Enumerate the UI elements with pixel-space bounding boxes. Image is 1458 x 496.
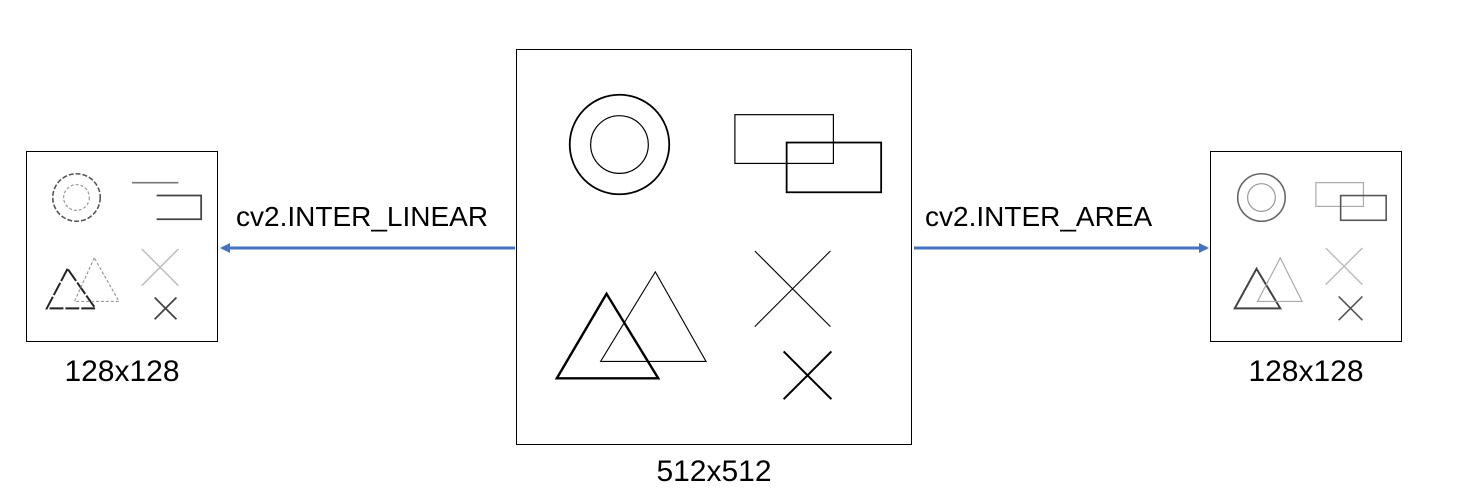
rect-fragment (156, 194, 203, 221)
source-size-caption: 512x512 (656, 455, 772, 488)
inner-circle (63, 184, 90, 211)
cross-thin-b (141, 248, 179, 287)
triangle-thick (45, 266, 98, 310)
rect-thick (785, 141, 883, 194)
cross-thick-b (154, 296, 178, 320)
area-result-panel (1210, 151, 1402, 342)
cross-thin-b (1325, 247, 1363, 286)
rect-thin (734, 114, 834, 165)
cross-thin-b (754, 250, 831, 327)
linear-method-label: cv2.INTER_LINEAR (236, 201, 489, 232)
area-result-image (1233, 172, 1387, 321)
triangle-thin (599, 270, 707, 362)
area-size-caption: 128x128 (1248, 355, 1364, 388)
outer-circle (1236, 172, 1287, 223)
rect-thin (1315, 182, 1364, 208)
triangle-thick (554, 291, 661, 380)
triangle-thick (1233, 266, 1283, 310)
rect-thick (1339, 194, 1387, 222)
triangle-thin (1256, 256, 1304, 303)
source-image-panel (516, 49, 912, 445)
source-image (554, 93, 883, 400)
linear-result-panel (26, 151, 218, 342)
outer-circle (51, 172, 102, 223)
cross-thick-b (1338, 295, 1363, 321)
inner-circle (590, 115, 649, 174)
area-method-label: cv2.INTER_AREA (925, 201, 1153, 232)
outer-circle (568, 93, 671, 196)
triangle-thin (73, 256, 121, 303)
linear-result-image (45, 172, 203, 320)
linear-size-caption: 128x128 (64, 355, 180, 388)
inner-circle (1247, 183, 1276, 212)
cross-thick-b (782, 350, 833, 400)
